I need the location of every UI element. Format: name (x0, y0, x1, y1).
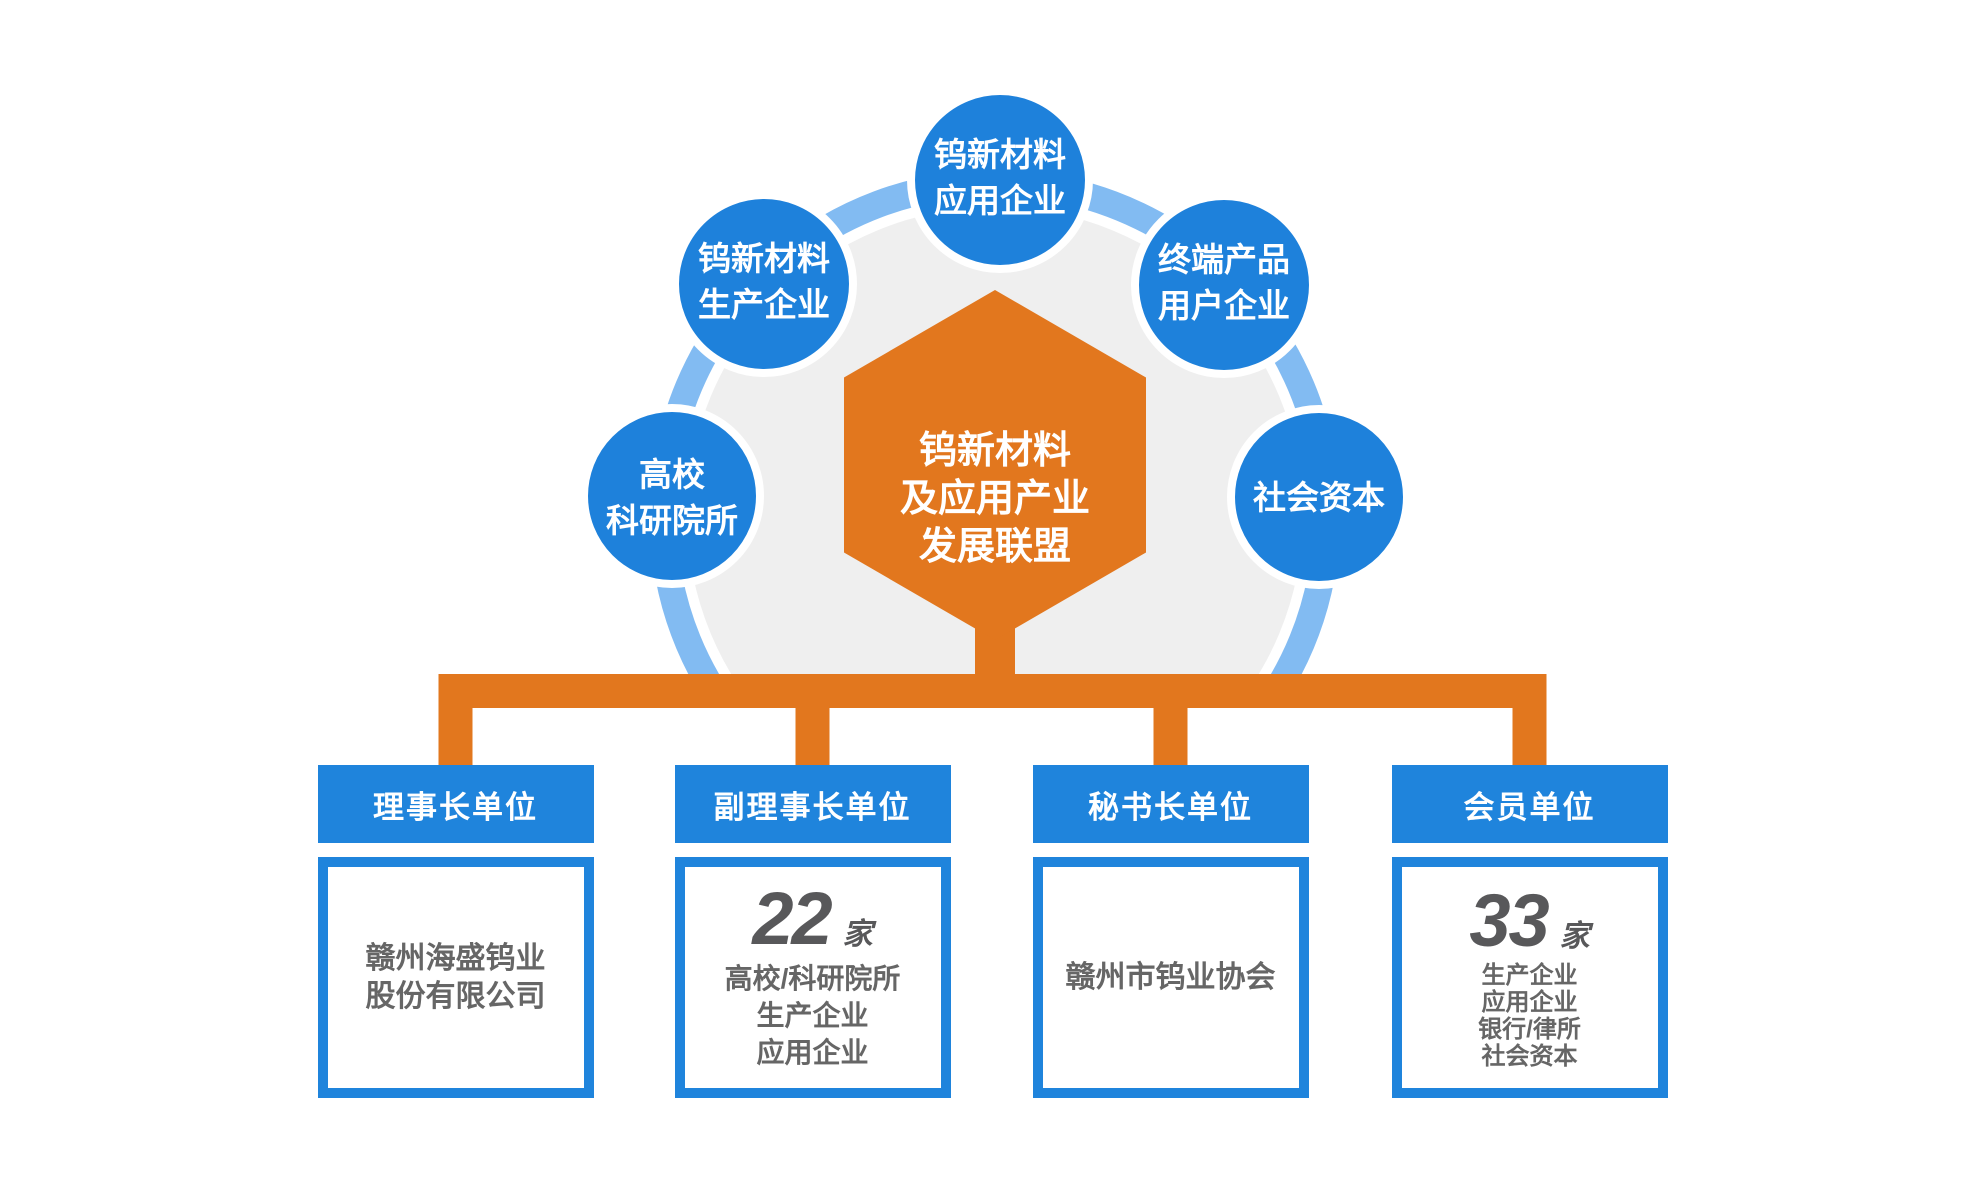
circle-tungsten-production (671, 191, 857, 377)
unit-header-chairman: 理事长单位 (317, 765, 594, 843)
members-line2: 应用企业 (1481, 988, 1578, 1016)
connector-drop-2 (795, 674, 830, 767)
circle-tungsten-application-line2: 应用企业 (934, 182, 1066, 219)
hexagon-label-line2: 及应用产业 (900, 478, 1090, 520)
circle-universities-line1: 高校 (639, 456, 705, 493)
circle-universities (580, 404, 764, 588)
secretary-line1: 赣州市钨业协会 (1065, 960, 1276, 994)
circle-end-product-users (1131, 192, 1317, 378)
unit-box-vice-chairman: 副理事长单位 22 家 高校/科研院所 生产企业 应用企业 (674, 765, 951, 1098)
vice-chairman-line1: 高校/科研院所 (724, 963, 901, 994)
circle-tungsten-application-line1: 钨新材料 (934, 136, 1066, 173)
circle-social-capital-line1: 社会资本 (1253, 479, 1385, 516)
circle-tungsten-production-line1: 钨新材料 (698, 240, 830, 277)
vice-chairman-line3: 应用企业 (756, 1037, 869, 1068)
members-count-row: 33 家 (1469, 878, 1590, 962)
circle-tungsten-application (907, 87, 1093, 273)
unit-content-secretary: 赣州市钨业协会 (1032, 857, 1309, 1098)
unit-header-vice-chairman: 副理事长单位 (674, 765, 951, 843)
vice-chairman-count-unit: 家 (842, 918, 873, 951)
unit-header-members: 会员单位 (1391, 765, 1668, 843)
members-count-unit: 家 (1559, 919, 1590, 953)
connector-drop-3 (1153, 674, 1188, 767)
unit-box-secretary: 秘书长单位 赣州市钨业协会 (1032, 765, 1309, 1098)
hexagon-label-line1: 钨新材料 (919, 430, 1071, 472)
hexagon-alliance (844, 290, 1146, 640)
circle-universities-line2: 科研院所 (606, 502, 738, 539)
unit-box-chairman: 理事长单位 赣州海盛钨业 股份有限公司 (317, 765, 594, 1098)
circle-tungsten-production-line2: 生产企业 (698, 286, 830, 323)
circle-end-product-users-line2: 用户企业 (1158, 287, 1290, 324)
unit-content-members: 33 家 生产企业 应用企业 银行/律所 社会资本 (1391, 857, 1668, 1098)
connector-drop-1 (438, 674, 473, 767)
vice-chairman-count-row: 22 家 (752, 877, 873, 960)
members-line1: 生产企业 (1481, 961, 1578, 989)
connector-bar (438, 674, 1547, 708)
circle-end-product-users-line1: 终端产品 (1158, 241, 1290, 278)
members-count: 33 (1469, 878, 1549, 962)
members-line4: 社会资本 (1481, 1042, 1578, 1070)
chairman-line2: 股份有限公司 (365, 979, 546, 1013)
unit-content-chairman: 赣州海盛钨业 股份有限公司 (317, 857, 594, 1098)
circle-social-capital (1227, 405, 1411, 589)
chairman-line1: 赣州海盛钨业 (365, 941, 546, 975)
hexagon-label-line3: 发展联盟 (919, 526, 1071, 568)
bottom-mask (0, 708, 1980, 1181)
unit-content-vice-chairman: 22 家 高校/科研院所 生产企业 应用企业 (674, 857, 951, 1098)
vice-chairman-line2: 生产企业 (756, 1000, 869, 1031)
members-line3: 银行/律所 (1478, 1015, 1581, 1043)
connector-drop-4 (1512, 674, 1547, 767)
unit-header-secretary: 秘书长单位 (1032, 765, 1309, 843)
vice-chairman-count: 22 (752, 877, 832, 960)
unit-box-members: 会员单位 33 家 生产企业 应用企业 银行/律所 社会资本 (1391, 765, 1668, 1098)
